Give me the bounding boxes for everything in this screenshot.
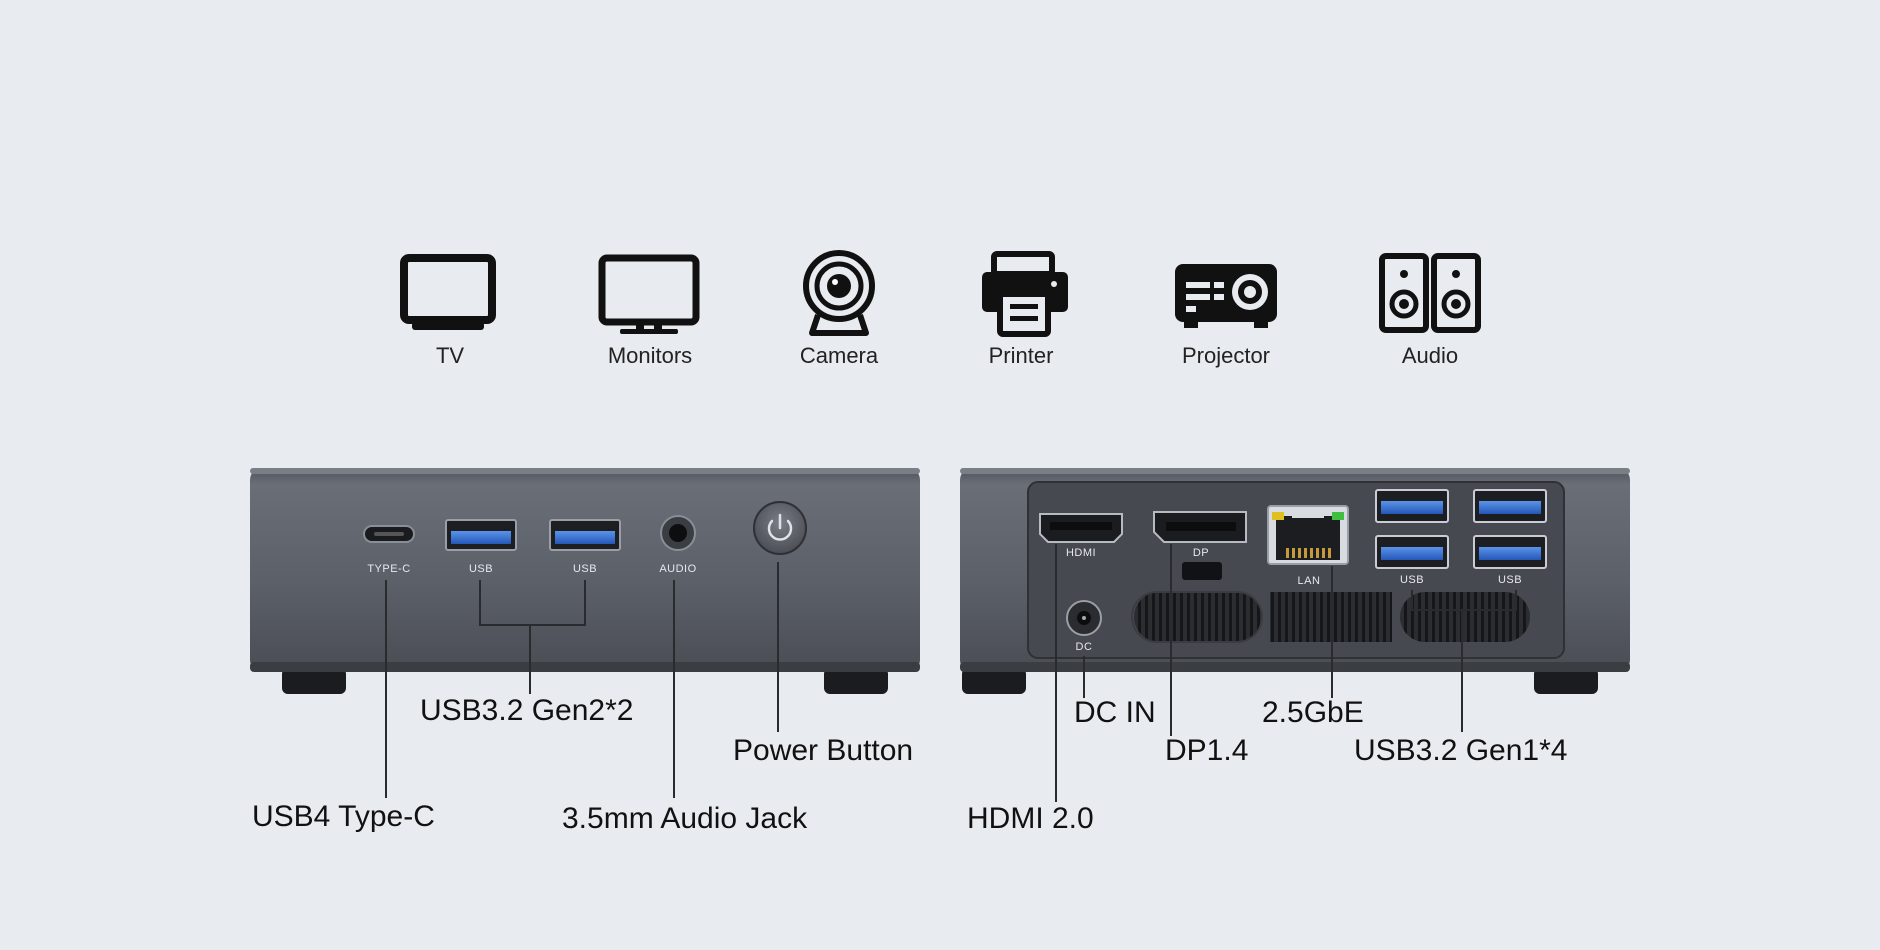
hdmi-port [1039, 513, 1123, 543]
port-label-dc: DC [1076, 641, 1093, 653]
device-label-monitors: Monitors [607, 343, 693, 368]
printer-icon [982, 251, 1068, 337]
speakers-icon [1379, 253, 1481, 333]
usb-a-port [1473, 535, 1547, 569]
rear-leader-lines [1055, 544, 1517, 802]
monitor-icon [598, 254, 700, 334]
port-label-usb: USB [1498, 574, 1522, 586]
foot [962, 668, 1026, 694]
port-label-lan: LAN [1298, 575, 1321, 587]
device-label-printer: Printer [988, 343, 1054, 368]
lan-port [1267, 505, 1349, 565]
rear-panel: HDMI DP LAN USB USB DC [960, 468, 1630, 694]
usb-a-port [1473, 489, 1547, 523]
usb-a-port [445, 519, 517, 551]
audio-jack [660, 515, 696, 551]
projector-icon [1175, 264, 1277, 328]
port-label-usb: USB [469, 563, 493, 575]
port-label-hdmi: HDMI [1066, 547, 1096, 559]
tv-icon [400, 254, 496, 330]
port-label-usb: USB [573, 563, 597, 575]
port-label-usb: USB [1400, 574, 1424, 586]
lock-slot [1182, 562, 1222, 580]
port-label-dp: DP [1193, 547, 1209, 559]
callout-audio-jack: 3.5mm Audio Jack [562, 802, 808, 835]
port-label-typec: TYPE-C [367, 563, 410, 575]
port-label-audio: AUDIO [659, 563, 696, 575]
usb-a-port [1375, 489, 1449, 523]
front-panel: TYPE-C USB USB AUDIO [250, 468, 920, 694]
callout-usb32-gen1: USB3.2 Gen1*4 [1354, 734, 1568, 767]
foot [282, 668, 346, 694]
callout-lan: 2.5GbE [1262, 696, 1364, 729]
front-leader-lines [385, 562, 779, 798]
power-button [753, 501, 807, 555]
callout-dp: DP1.4 [1165, 734, 1249, 767]
dc-jack [1066, 600, 1102, 636]
callout-usb4-typec: USB4 Type-C [252, 800, 435, 833]
callout-hdmi: HDMI 2.0 [967, 802, 1094, 835]
callout-power-button: Power Button [733, 734, 914, 767]
callout-usb32-gen2: USB3.2 Gen2*2 [420, 694, 634, 727]
usb-a-port [1375, 535, 1449, 569]
webcam-icon [803, 250, 875, 336]
foot [824, 668, 888, 694]
usb-a-port [549, 519, 621, 551]
callout-dc-in: DC IN [1074, 696, 1156, 729]
device-label-projector: Projector [1181, 343, 1271, 368]
device-label-camera: Camera [799, 343, 879, 368]
foot [1534, 668, 1598, 694]
device-label-tv: TV [435, 343, 465, 368]
displayport-port [1153, 511, 1247, 543]
device-label-audio: Audio [1401, 343, 1459, 368]
